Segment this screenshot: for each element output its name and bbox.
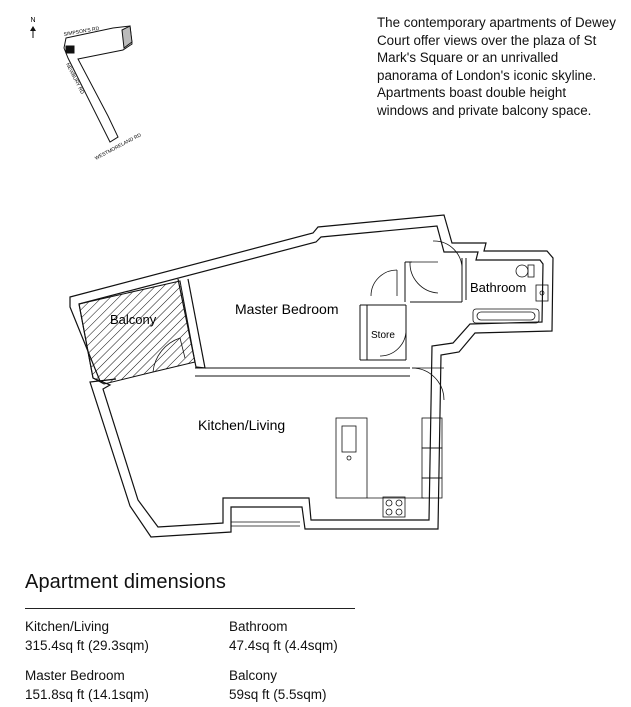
outer-walls [69, 214, 554, 538]
site-outline [63, 25, 133, 143]
window [231, 521, 300, 527]
kitchen-sink [341, 425, 357, 453]
dimensions-divider [25, 608, 355, 609]
dimension-size: 47.4sq ft (4.4sqm) [229, 638, 338, 653]
interior-walls [195, 258, 467, 377]
dimension-size: 315.4sq ft (29.3sqm) [25, 638, 149, 653]
site-marker [65, 45, 75, 54]
bathroom-fixtures [472, 264, 549, 324]
dimension-name: Balcony [229, 668, 278, 683]
dimensions-title: Apartment dimensions [25, 571, 226, 593]
balcony-area [78, 280, 196, 385]
floor-plan: Balcony Master Bedroom Store Bathroom Ki… [69, 214, 554, 538]
intro-text: The contemporary apartments of Dewey Cou… [377, 15, 616, 118]
room-label-store: Store [371, 330, 395, 341]
dimension-bathroom: Bathroom 47.4sq ft (4.4sqm) [229, 617, 338, 655]
kitchen-island [335, 417, 368, 499]
dimension-name: Bathroom [229, 619, 288, 634]
location-map: N SIMPSON'S RD NEWBURY RD WESTMORELAND R… [30, 17, 143, 162]
door-swings [370, 240, 463, 401]
kitchen-fixtures [335, 417, 443, 518]
dimension-name: Kitchen/Living [25, 619, 110, 634]
north-arrow-icon [30, 26, 36, 38]
dimension-name: Master Bedroom [25, 668, 125, 683]
bathtub [472, 308, 540, 324]
north-label: N [30, 17, 35, 24]
dimension-master-bedroom: Master Bedroom 151.8sq ft (14.1sqm) [25, 666, 149, 704]
sink [535, 284, 549, 302]
room-label-kitchen-living: Kitchen/Living [198, 417, 285, 433]
room-label-master-bedroom: Master Bedroom [235, 301, 338, 317]
room-label-bathroom: Bathroom [470, 280, 526, 295]
dimension-size: 59sq ft (5.5sqm) [229, 687, 327, 702]
toilet [515, 264, 529, 278]
room-label-balcony: Balcony [110, 312, 157, 327]
dimension-balcony: Balcony 59sq ft (5.5sqm) [229, 666, 327, 704]
dimension-size: 151.8sq ft (14.1sqm) [25, 687, 149, 702]
dimension-kitchen-living: Kitchen/Living 315.4sq ft (29.3sqm) [25, 617, 149, 655]
hob [382, 496, 406, 518]
